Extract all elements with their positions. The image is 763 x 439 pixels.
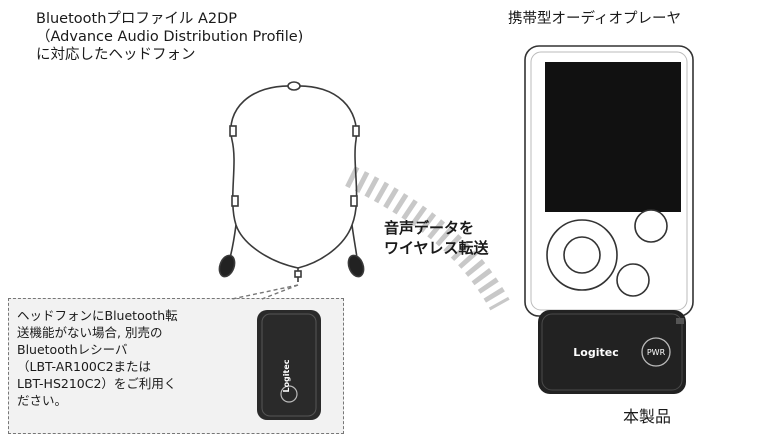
transfer-label: 音声データを ワイヤレス転送 [384, 218, 489, 258]
bluetooth-receiver-icon [257, 310, 321, 420]
receiver-brand-label: Logitec [282, 359, 291, 392]
player-title: 携帯型オーディオプレーヤ [508, 11, 681, 27]
headphone-caption-line-1: Bluetoothプロファイル A2DP [36, 11, 238, 27]
callout-lines [231, 284, 299, 300]
headphone-icon [218, 81, 365, 282]
product-label: 本製品 [623, 407, 672, 426]
transfer-label-line-1: 音声データを [384, 219, 475, 237]
adapter-pwr-label: PWR [647, 348, 666, 357]
audio-player-icon [524, 45, 694, 317]
wireless-wave-icon [345, 166, 510, 311]
headphone-caption-line-2: （Advance Audio Distribution Profile) [36, 29, 304, 45]
bluetooth-adapter-icon [538, 310, 686, 394]
transfer-label-line-2: ワイヤレス転送 [384, 239, 489, 257]
adapter-brand-label: Logitec [573, 346, 618, 359]
headphone-caption-line-3: に対応したヘッドフォン [36, 47, 196, 63]
headphone-caption: Bluetoothプロファイル A2DP （Advance Audio Dist… [36, 10, 303, 64]
note-text: ヘッドフォンにBluetooth転 送機能がない場合, 別売の Bluetoot… [17, 308, 178, 408]
